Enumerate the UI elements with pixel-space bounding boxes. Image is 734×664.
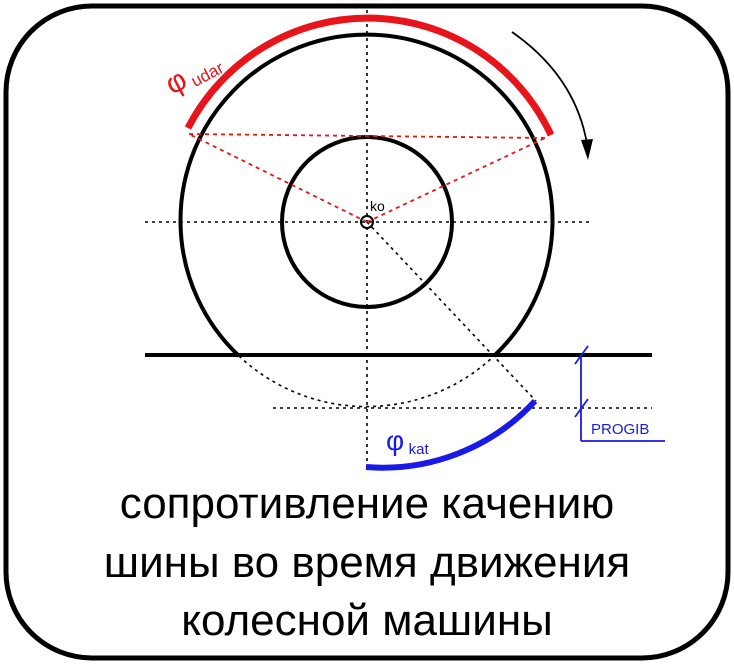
phi-udar-label: φ udar (160, 45, 227, 102)
rolling-arc (365, 398, 538, 471)
caption-line-1: сопротивление качению (119, 479, 615, 528)
center-label: ko (370, 198, 385, 214)
phi-kat-label: φ kat (386, 425, 429, 458)
center-point (360, 215, 374, 229)
phi-udar-subscript: udar (188, 58, 227, 91)
deflection-label: PROGIB (591, 421, 649, 438)
phi-kat-subscript: kat (409, 441, 430, 458)
deflection-tick-bottom (574, 398, 589, 418)
impact-chord-line (188, 133, 546, 139)
phi-kat-symbol: φ (386, 425, 404, 456)
phi-udar-symbol: φ (160, 63, 193, 101)
deflection-tick-top (574, 345, 589, 365)
rotation-arrow (511, 31, 589, 151)
radial-guide-line (366, 221, 537, 402)
rotation-arrow-head (581, 139, 593, 160)
caption-line-3: колесной машины (181, 596, 553, 645)
impact-arc (184, 14, 555, 137)
caption-line-2: шины во время движения (103, 538, 631, 587)
impact-left-line (188, 133, 368, 223)
rim-circle (280, 135, 454, 309)
tire-outer-circle (178, 32, 555, 358)
outer-frame (3, 3, 731, 661)
impact-right-line (366, 137, 546, 223)
tire-undeformed-arc (238, 355, 495, 408)
